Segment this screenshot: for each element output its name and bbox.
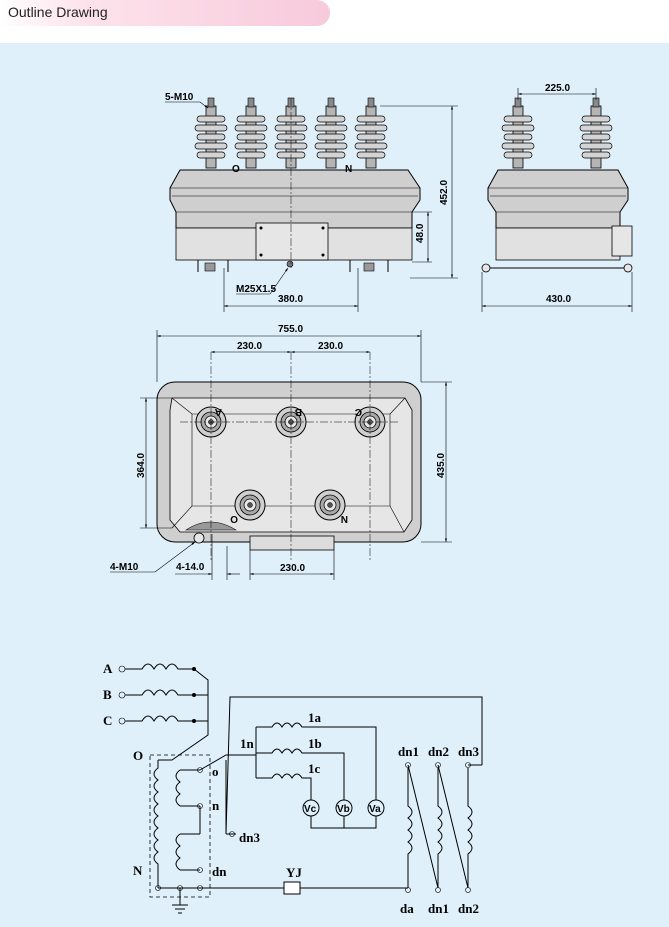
dim-left-span: 230.0 [237, 341, 262, 352]
inner-n: n [212, 798, 220, 813]
section-tab: Outline Drawing [0, 0, 330, 26]
secondary-1c: 1c [308, 761, 321, 776]
meter-va: Va [369, 804, 381, 815]
mark-o: O [230, 513, 238, 524]
delta-dn3-top: dn3 [458, 744, 479, 759]
inner-o: o [212, 764, 219, 779]
mark-a: A [215, 406, 222, 417]
bolt-label: 5-M10 [165, 92, 194, 103]
mark-b: B [295, 406, 302, 417]
top-view: A B C O N 755.0 230.0 230.0 364.0 435.0 … [110, 324, 452, 580]
dim-mount: 380.0 [278, 294, 303, 305]
terminal-o-label: O [232, 164, 240, 175]
neutral-n: N [133, 863, 143, 878]
insulator-icon [501, 97, 535, 169]
dim-bottom: 230.0 [280, 563, 305, 574]
insulator-icon [579, 97, 613, 169]
dim-height: 452.0 [439, 180, 450, 205]
hole-label: 4-M10 [110, 562, 139, 573]
dim-side-width: 430.0 [546, 294, 571, 305]
inner-dn3: dn3 [239, 830, 260, 845]
neutral-o: O [133, 748, 143, 763]
meter-vb: Vb [337, 804, 350, 815]
dim-right-span: 230.0 [318, 341, 343, 352]
meter-vc: Vc [304, 804, 317, 815]
dim-base: 48.0 [415, 223, 426, 243]
dim-total: 755.0 [278, 324, 303, 335]
side-view: 225.0 430.0 [481, 83, 633, 312]
ground-screw-label: M25X1.5 [236, 284, 276, 295]
dim-hole: 4-14.0 [176, 562, 205, 573]
resistor-icon [283, 881, 301, 895]
insulator-icon [314, 97, 348, 169]
front-view: 5-M10 O N M25X1.5 452.0 48.0 380.0 [165, 92, 458, 312]
insulator-icon [194, 97, 228, 169]
dim-side-top: 225.0 [545, 83, 570, 94]
primary-b: B [103, 687, 112, 702]
dim-outer-depth: 435.0 [436, 453, 447, 478]
inner-dn: dn [212, 864, 227, 879]
delta-da-bottom: da [400, 901, 414, 916]
delta-dn2-top: dn2 [428, 744, 449, 759]
delta-dn1-top: dn1 [398, 744, 419, 759]
node-1n: 1n [240, 736, 255, 751]
resistor-label: YJ [286, 865, 302, 880]
delta-dn1-bottom: dn1 [428, 901, 449, 916]
secondary-1b: 1b [308, 736, 322, 751]
bushing-n-icon [314, 489, 346, 521]
dim-inner-depth: 364.0 [136, 453, 147, 478]
bushing-o-icon [234, 489, 266, 521]
delta-dn2-bottom: dn2 [458, 901, 479, 916]
insulator-icon [234, 97, 268, 169]
mark-c: C [355, 406, 362, 417]
mark-n: N [341, 513, 348, 524]
wiring-schematic: A B C O N o n dn dn3 1n 1a 1b 1c [103, 661, 483, 916]
section-title: Outline Drawing [8, 4, 108, 20]
primary-a: A [103, 661, 113, 676]
terminal-n-label: N [345, 164, 352, 175]
junction-box [255, 222, 329, 261]
side-body [487, 169, 629, 229]
front-body [169, 169, 421, 229]
insulator-icon [354, 97, 388, 169]
primary-c: C [103, 713, 112, 728]
secondary-1a: 1a [308, 710, 322, 725]
